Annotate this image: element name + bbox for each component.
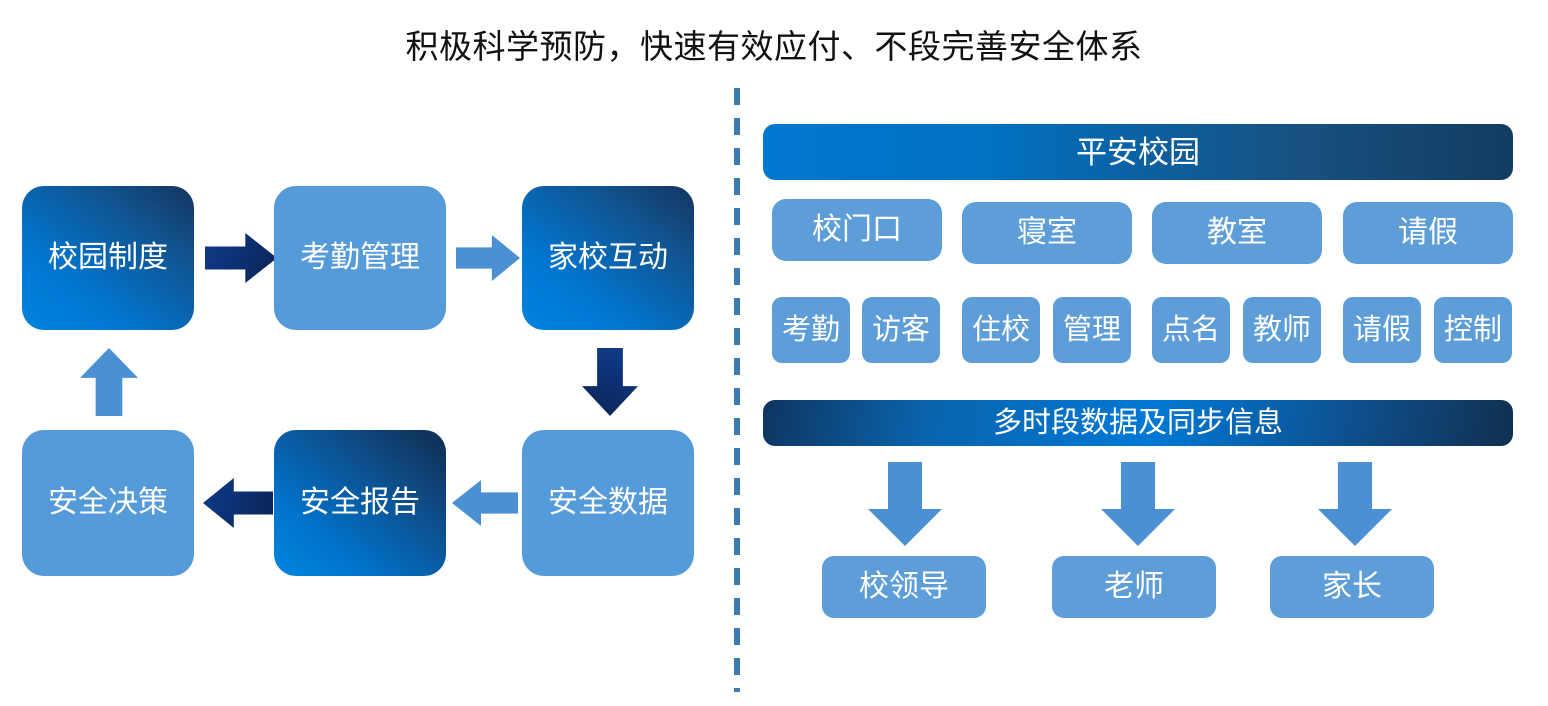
recipient-box-school-leadership[interactable]: 校领导: [822, 556, 986, 618]
flow-node-attendance-mgmt[interactable]: 考勤管理: [274, 186, 446, 330]
function-chip-label: 点名: [1161, 313, 1220, 346]
panel-data-sync-label: 多时段数据及同步信息: [992, 406, 1283, 439]
scene-chip-label: 寝室: [1017, 216, 1077, 249]
recipient-box-parent[interactable]: 家长: [1270, 556, 1434, 618]
flow-node-label: 安全报告: [300, 486, 420, 519]
arrow-campus-to-attendance-icon: [205, 233, 277, 283]
function-chip-label: 访客: [871, 313, 930, 346]
flow-node-label: 家校互动: [548, 241, 668, 274]
function-chip-control[interactable]: 控制: [1434, 297, 1512, 363]
function-chip-management[interactable]: 管理: [1053, 297, 1131, 363]
panel-header-safe-campus[interactable]: 平安校园: [763, 124, 1513, 180]
function-chip-teacher[interactable]: 教师: [1243, 297, 1321, 363]
function-chip-label: 管理: [1062, 313, 1121, 346]
function-chip-rollcall[interactable]: 点名: [1152, 297, 1230, 363]
function-chip-boarding[interactable]: 住校: [962, 297, 1040, 363]
function-chip-leave[interactable]: 请假: [1343, 297, 1421, 363]
arrow-attendance-to-homeschool-icon: [456, 235, 520, 281]
arrow-data-to-report-icon: [452, 480, 518, 526]
flow-node-campus-system[interactable]: 校园制度: [22, 186, 194, 330]
arrow-sync-to-parent-icon: [1318, 462, 1392, 546]
scene-chip-label: 校门口: [812, 213, 902, 246]
flow-node-safety-decision[interactable]: 安全决策: [22, 430, 194, 576]
flow-node-label: 安全决策: [48, 486, 168, 519]
recipient-label: 家长: [1322, 570, 1382, 603]
function-chip-label: 控制: [1443, 313, 1502, 346]
flow-node-home-school[interactable]: 家校互动: [522, 186, 694, 330]
function-chip-label: 住校: [971, 313, 1030, 346]
scene-chip-label: 教室: [1207, 216, 1267, 249]
arrow-sync-to-teacher-icon: [1101, 462, 1175, 546]
scene-chip-gate[interactable]: 校门口: [772, 199, 942, 261]
arrow-homeschool-to-data-icon: [582, 348, 638, 416]
flow-node-safety-report[interactable]: 安全报告: [274, 430, 446, 576]
scene-chip-label: 请假: [1398, 216, 1458, 249]
flow-node-label: 考勤管理: [300, 241, 420, 274]
scene-chip-leave[interactable]: 请假: [1343, 202, 1513, 264]
flow-node-label: 校园制度: [48, 241, 168, 274]
scene-chip-classroom[interactable]: 教室: [1152, 202, 1322, 264]
recipient-label: 校领导: [859, 570, 949, 603]
arrow-decision-to-campus-icon: [80, 348, 138, 416]
scene-chip-dorm[interactable]: 寝室: [962, 202, 1132, 264]
panel-header-label: 平安校园: [1076, 134, 1200, 170]
recipient-label: 老师: [1104, 570, 1164, 603]
function-chip-label: 教师: [1252, 313, 1311, 346]
vertical-dashed-divider: [734, 88, 740, 692]
recipient-box-teacher[interactable]: 老师: [1052, 556, 1216, 618]
function-chip-label: 请假: [1352, 313, 1411, 346]
function-chip-visitor[interactable]: 访客: [862, 297, 940, 363]
flow-node-label: 安全数据: [548, 486, 668, 519]
page-title: 积极科学预防，快速有效应付、不段完善安全体系: [405, 28, 1143, 65]
flow-node-safety-data[interactable]: 安全数据: [522, 430, 694, 576]
function-chip-attendance[interactable]: 考勤: [772, 297, 850, 363]
arrow-sync-to-leadership-icon: [868, 462, 942, 546]
panel-data-sync-bar[interactable]: 多时段数据及同步信息: [763, 400, 1513, 446]
function-chip-label: 考勤: [781, 313, 840, 346]
arrow-report-to-decision-icon: [203, 478, 273, 528]
